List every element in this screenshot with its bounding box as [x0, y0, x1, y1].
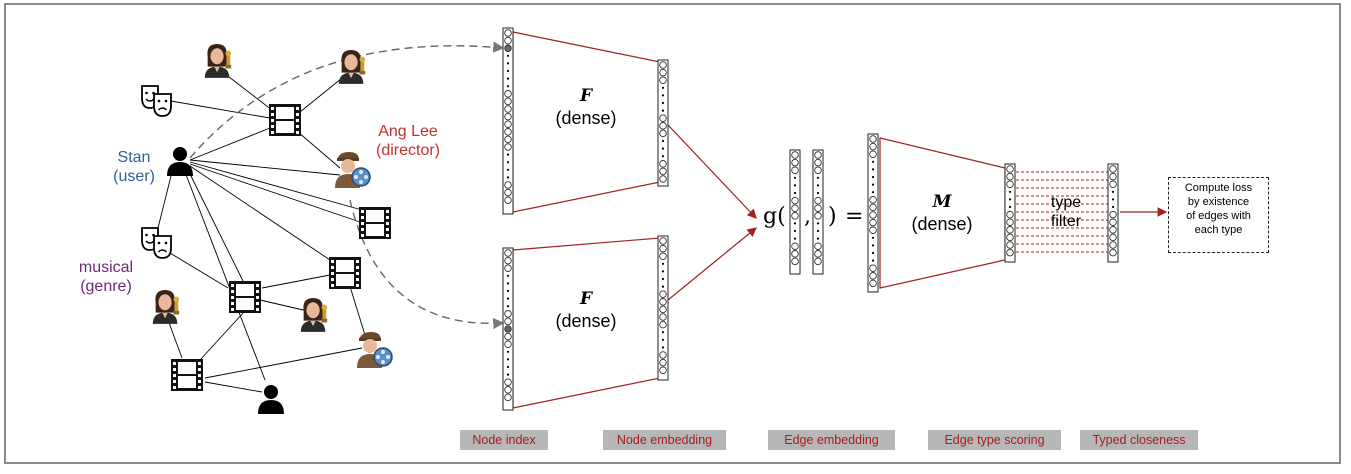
input-column-bottom	[502, 247, 514, 411]
mlp-panel	[879, 137, 1006, 289]
mlp-output-column	[1004, 163, 1016, 263]
actor-icon	[204, 44, 232, 78]
index-arrow-bottom	[349, 199, 505, 330]
stage-edge-embedding: Edge embedding	[768, 430, 895, 450]
edge-fn-open: g(	[763, 204, 786, 229]
type-filter-line1: type	[1050, 194, 1082, 211]
user-node-label: Stan (user)	[104, 148, 164, 186]
input-column-top	[502, 27, 514, 215]
type-filter-line2: filter	[1050, 213, 1082, 230]
edge-vector-left	[789, 149, 801, 275]
user-type: (user)	[113, 168, 155, 185]
genre-name: musical	[78, 259, 134, 276]
embedding-column-top	[657, 59, 669, 187]
actor-icon	[300, 298, 328, 332]
loss-box: Compute loss by existence of edges with …	[1168, 177, 1269, 253]
film-icon	[359, 207, 391, 239]
film-icon	[229, 281, 261, 313]
stage-node-embedding: Node embedding	[603, 430, 726, 450]
edge-fn-equals: =	[845, 204, 864, 229]
actor-icon	[338, 50, 366, 84]
mlp-label: (dense)	[911, 214, 973, 234]
edge-vector-right	[812, 149, 824, 275]
theater-masks-icon	[141, 85, 172, 117]
stage-edge-type-scoring: Edge type scoring	[928, 430, 1061, 450]
film-icon	[269, 104, 301, 136]
neuron-columns	[502, 27, 1119, 411]
embedding-column-bottom	[657, 235, 669, 381]
encoder-bottom-label: (dense)	[555, 311, 617, 331]
encoder-bottom-symbol: F	[579, 289, 593, 309]
director-icon	[356, 331, 393, 368]
type-filter-lines	[1016, 171, 1108, 253]
encoder-top-symbol: F	[579, 86, 593, 106]
loss-line2: by existence	[1187, 196, 1250, 208]
user-icon	[258, 385, 284, 414]
director-name: Ang Lee	[378, 123, 438, 140]
user-name: Stan	[117, 149, 151, 166]
type-filter-label: type filter	[1024, 193, 1108, 231]
embed-arrow-top	[667, 124, 757, 219]
film-icon	[329, 257, 361, 289]
edge-fn-comma: ,	[804, 204, 811, 229]
theater-masks-icon	[141, 227, 172, 259]
director-node-label: Ang Lee (director)	[360, 122, 456, 160]
mlp-input-column	[867, 133, 879, 293]
loss-line1: Compute loss	[1184, 182, 1253, 194]
stage-node-index: Node index	[460, 430, 548, 450]
genre-node-label: musical (genre)	[66, 258, 146, 296]
actor-icon	[152, 290, 180, 324]
loss-line4: each type	[1194, 224, 1243, 236]
loss-line3: of edges with	[1186, 210, 1251, 222]
edge-fn-close: )	[828, 204, 837, 229]
graph-edges	[157, 69, 366, 393]
director-type: (director)	[375, 142, 440, 159]
typed-closeness-column	[1107, 163, 1119, 263]
mlp-symbol: M	[932, 192, 952, 212]
genre-type: (genre)	[80, 278, 132, 295]
user-icon	[167, 147, 193, 176]
film-icon	[171, 359, 203, 391]
encoder-top-label: (dense)	[555, 108, 617, 128]
index-arrow-top	[189, 41, 505, 159]
stage-typed-closeness: Typed closeness	[1080, 430, 1198, 450]
embed-arrow-bottom	[667, 227, 757, 301]
